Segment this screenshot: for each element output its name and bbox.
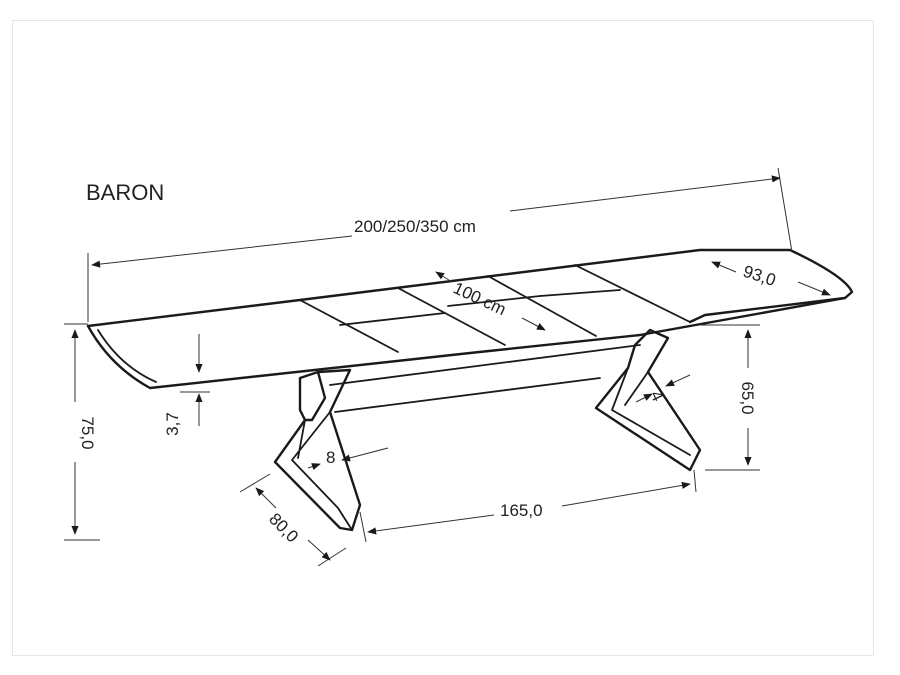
leaf-seam-2	[397, 287, 506, 346]
dim-extension	[435, 271, 546, 331]
dim-leg-depth-label: 80,0	[265, 509, 302, 546]
leaf-cross-1	[339, 312, 446, 326]
right-leg	[594, 328, 702, 472]
dim-length-label: 200/250/350 cm	[354, 217, 476, 236]
dim-top-thickness-label: 3,7	[163, 412, 182, 436]
dim-depth	[711, 261, 831, 296]
dim-leg-span	[359, 469, 697, 543]
leaf-seam-4	[574, 264, 691, 323]
leaf-seam-1	[299, 299, 399, 353]
left-leg-inner	[291, 411, 353, 531]
right-leg-inner-2	[624, 371, 649, 406]
dim-length	[87, 167, 793, 322]
right-leg-inner	[611, 367, 691, 456]
product-name: BARON	[86, 180, 164, 205]
table-top-surface	[86, 248, 854, 328]
dim-top-thickness	[180, 334, 210, 426]
left-leg-outer	[273, 368, 362, 532]
dim-leg-thickness-b	[307, 447, 389, 470]
dim-leg-depth	[239, 473, 347, 567]
stretcher-rail	[334, 377, 601, 413]
apron-rail	[329, 344, 641, 386]
drawing-frame	[12, 20, 874, 656]
table-top	[86, 248, 854, 413]
left-leg	[273, 368, 362, 532]
table-top-edge-inner	[97, 329, 157, 383]
left-leg-foot-top	[298, 370, 327, 422]
dim-leg-height	[700, 324, 760, 471]
dim-height-label: 75,0	[78, 416, 97, 449]
left-leg-inner-2	[297, 419, 306, 459]
right-leg-outer	[594, 328, 702, 472]
dim-leg-span-label: 165,0	[500, 501, 543, 520]
dim-extension-label: 100 cm	[450, 278, 509, 319]
leaf-seam-3	[487, 275, 597, 337]
dim-leg-thickness-a	[635, 374, 691, 403]
table-top-front-edge	[86, 296, 847, 390]
dim-leg-thickness-b-label: 8	[326, 448, 335, 467]
leaf-cross-3	[539, 289, 621, 297]
leaf-cross-2	[447, 295, 541, 307]
dim-leg-height-label: 65,0	[738, 381, 757, 414]
dim-leg-thickness-a-label: 4	[646, 388, 667, 405]
dim-height	[64, 323, 100, 541]
dim-depth-label: 93,0	[741, 262, 778, 290]
